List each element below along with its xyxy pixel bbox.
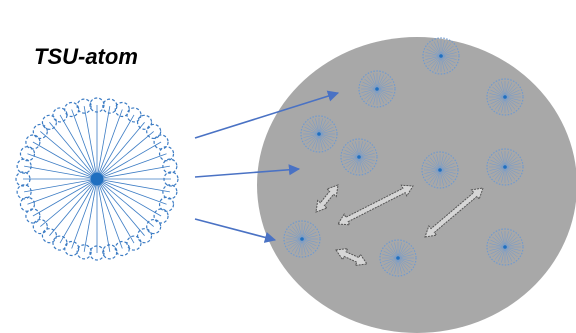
small-atom [358, 70, 396, 108]
interaction-arrows-group [315, 184, 484, 267]
double-headed-arrow [335, 247, 368, 267]
small-atom [486, 78, 524, 116]
double-headed-arrow [424, 187, 484, 238]
small-atom [486, 148, 524, 186]
small-atom [486, 228, 524, 266]
small-atom [300, 115, 338, 153]
double-headed-arrow [315, 184, 339, 213]
pointer-arrow-top [194, 90, 340, 139]
double-headed-arrow [337, 184, 414, 226]
small-atom [283, 220, 321, 258]
small-atom [421, 151, 459, 189]
small-atom [422, 37, 460, 75]
pointer-arrow-bottom [194, 218, 277, 243]
diagram-title: TSU-atom [34, 44, 138, 69]
small-atoms-group [283, 37, 524, 277]
tsu-atom-icon [15, 97, 179, 261]
small-atom [379, 239, 417, 277]
small-atom [340, 138, 378, 176]
gray-disc [257, 37, 576, 333]
pointer-arrow-middle [194, 164, 301, 178]
